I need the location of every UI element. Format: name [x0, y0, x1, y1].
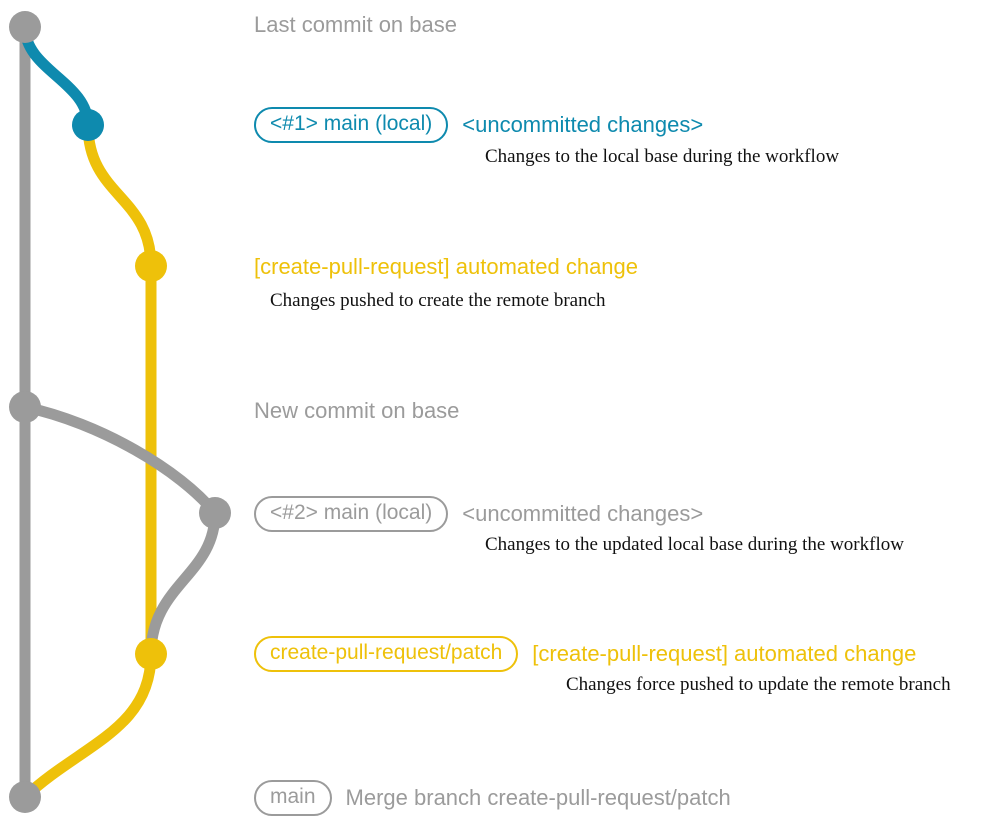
commit-row-base-new: New commit on base: [254, 398, 459, 424]
commit-dot-merge[interactable]: [9, 781, 41, 813]
commit-subject: [create-pull-request] automated change: [532, 641, 917, 666]
commit-note-patch-1: Changes pushed to create the remote bran…: [270, 290, 606, 311]
ref-badge-main-local-2[interactable]: <#2> main (local): [254, 496, 449, 532]
edge-local2-to-patch2: [145, 507, 221, 660]
commit-row-local-1: <#1> main (local) <uncommitted changes>: [254, 107, 703, 143]
commit-dot-local-1[interactable]: [72, 109, 104, 141]
commit-row-patch-1: [create-pull-request] automated change: [254, 254, 638, 280]
commit-subject: Merge branch create-pull-request/patch: [345, 785, 731, 810]
ref-badge-create-pull-request-patch[interactable]: create-pull-request/patch: [254, 636, 519, 672]
commit-row-patch-2: create-pull-request/patch [create-pull-r…: [254, 636, 916, 672]
edge-basenew-to-local2: [19, 401, 221, 519]
commit-note-patch-2: Changes force pushed to update the remot…: [566, 674, 951, 695]
graph-edges: [19, 21, 221, 803]
commit-dot-base-new[interactable]: [9, 391, 41, 423]
edge-patch2-to-merge: [19, 648, 157, 803]
edge-base-to-local1: [19, 21, 94, 131]
commit-dot-base-last[interactable]: [9, 11, 41, 43]
commit-subject: <uncommitted changes>: [462, 501, 704, 526]
commit-row-base-last: Last commit on base: [254, 12, 457, 38]
commit-dot-local-2[interactable]: [199, 497, 231, 529]
commit-note-local-1: Changes to the local base during the wor…: [485, 146, 840, 167]
graph-nodes: [9, 11, 231, 813]
commit-subject: <uncommitted changes>: [462, 112, 704, 137]
edge-local1-to-patch1: [82, 119, 157, 272]
ref-badge-main-local-1[interactable]: <#1> main (local): [254, 107, 449, 143]
commit-row-merge: main Merge branch create-pull-request/pa…: [254, 780, 731, 816]
ref-badge-main[interactable]: main: [254, 780, 332, 816]
commit-subject: Last commit on base: [254, 12, 457, 37]
commit-row-local-2: <#2> main (local) <uncommitted changes>: [254, 496, 703, 532]
commit-dot-patch-2[interactable]: [135, 638, 167, 670]
commit-dot-patch-1[interactable]: [135, 250, 167, 282]
commit-note-local-2: Changes to the updated local base during…: [485, 534, 904, 555]
commit-subject: [create-pull-request] automated change: [254, 254, 639, 279]
commit-subject: New commit on base: [254, 398, 460, 423]
